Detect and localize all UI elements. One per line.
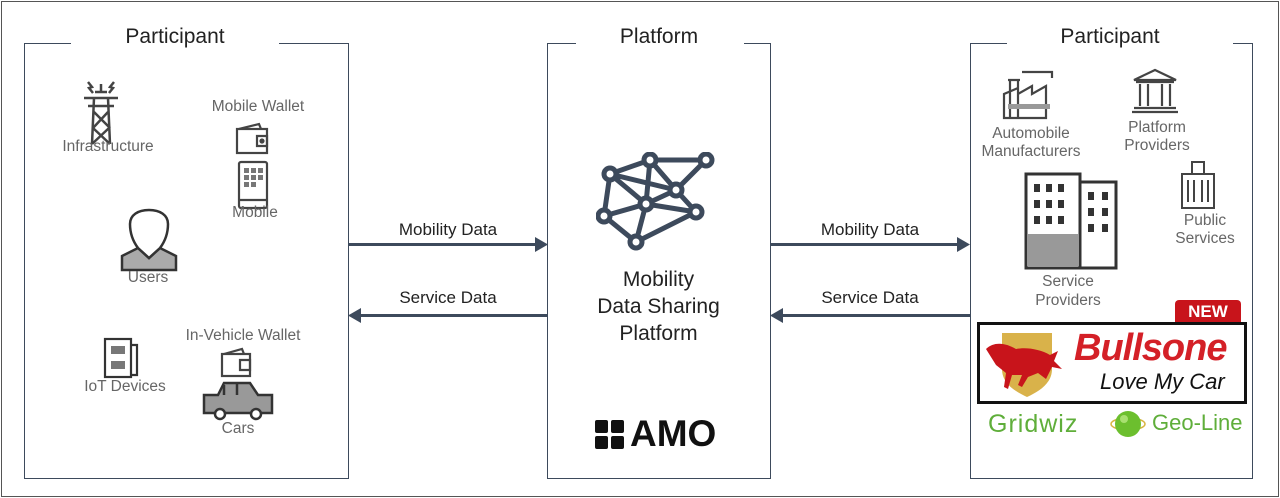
service-data-arrow-right bbox=[780, 314, 970, 317]
label-line: Service bbox=[1042, 273, 1094, 290]
arrowhead-left-icon bbox=[348, 308, 361, 323]
label-line: Providers bbox=[1124, 137, 1190, 154]
label-line: Manufacturers bbox=[981, 143, 1081, 160]
in-vehicle-wallet-label: In-Vehicle Wallet bbox=[185, 327, 301, 344]
mobile-label: Mobile bbox=[232, 204, 278, 221]
wallet-icon bbox=[235, 122, 269, 155]
platform-title: Platform bbox=[619, 25, 699, 48]
bullsone-logo: Bullsone Love My Car bbox=[977, 322, 1247, 404]
car-icon bbox=[202, 381, 274, 421]
geo-line-logo: Geo-Line bbox=[1152, 410, 1243, 435]
right-panel-title: Participant bbox=[1060, 25, 1160, 48]
bullsone-tagline: Love My Car bbox=[1100, 369, 1225, 394]
label-line: Providers bbox=[1035, 292, 1101, 309]
label-line: Services bbox=[1175, 230, 1235, 247]
right-participant-panel bbox=[970, 43, 1253, 479]
platform-name: Mobility Data Sharing Platform bbox=[547, 266, 770, 347]
label-line: Automobile bbox=[992, 125, 1070, 142]
left-participant-panel bbox=[24, 43, 349, 479]
iot-devices-label: IoT Devices bbox=[84, 378, 166, 395]
amo-logo-icon bbox=[595, 420, 624, 449]
service-data-label-right: Service Data bbox=[821, 288, 919, 307]
amo-logo-text: AMO bbox=[630, 413, 717, 454]
arrowhead-right-icon bbox=[957, 237, 970, 252]
institution-icon bbox=[1132, 68, 1178, 114]
platform-panel bbox=[547, 43, 771, 479]
service-data-label-left: Service Data bbox=[399, 288, 497, 307]
mobile-phone-icon bbox=[237, 160, 269, 210]
mobile-wallet-label: Mobile Wallet bbox=[211, 98, 305, 115]
platform-name-line: Data Sharing bbox=[597, 295, 720, 318]
new-badge: NEW bbox=[1175, 300, 1241, 324]
iot-device-icon bbox=[103, 337, 139, 379]
platform-name-line: Platform bbox=[619, 322, 698, 345]
mobility-data-arrow-right bbox=[770, 243, 960, 246]
gridwiz-logo: Gridwiz bbox=[988, 410, 1079, 438]
geo-line-globe-icon bbox=[1110, 411, 1146, 437]
label-line: Public bbox=[1183, 212, 1227, 229]
factory-icon bbox=[1002, 70, 1054, 120]
mobility-data-arrow-left bbox=[348, 243, 538, 246]
infrastructure-label: Infrastructure bbox=[62, 138, 154, 155]
cars-label: Cars bbox=[221, 420, 255, 437]
service-data-arrow-left bbox=[358, 314, 547, 317]
platform-name-line: Mobility bbox=[622, 268, 695, 291]
wallet-icon bbox=[220, 347, 252, 378]
power-tower-icon bbox=[84, 81, 118, 145]
users-label: Users bbox=[127, 269, 169, 286]
arrowhead-right-icon bbox=[535, 237, 548, 252]
network-icon bbox=[596, 152, 715, 251]
bull-shield-icon bbox=[986, 333, 1062, 397]
office-building-icon bbox=[1024, 172, 1118, 270]
left-panel-title: Participant bbox=[125, 25, 225, 48]
mobility-data-label-right: Mobility Data bbox=[820, 220, 920, 239]
arrowhead-left-icon bbox=[770, 308, 783, 323]
user-icon bbox=[120, 208, 178, 272]
label-line: Platform bbox=[1128, 119, 1186, 136]
public-building-icon bbox=[1181, 161, 1215, 209]
bullsone-text: Bullsone bbox=[1074, 327, 1227, 369]
mobility-data-label-left: Mobility Data bbox=[398, 220, 498, 239]
